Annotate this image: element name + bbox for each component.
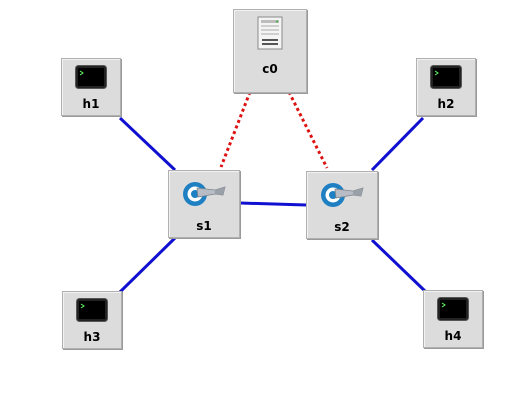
link-h1-s1[interactable] bbox=[118, 116, 177, 172]
terminal-icon bbox=[76, 298, 108, 326]
terminal-icon bbox=[75, 65, 107, 93]
node-label: h3 bbox=[83, 330, 101, 344]
node-h3[interactable]: h3 bbox=[62, 291, 122, 349]
node-label: s2 bbox=[334, 220, 350, 234]
server-icon bbox=[257, 16, 283, 54]
node-h4[interactable]: h4 bbox=[423, 290, 483, 348]
node-h2[interactable]: h2 bbox=[416, 58, 476, 116]
node-label: h1 bbox=[82, 97, 100, 111]
node-label: c0 bbox=[262, 62, 278, 76]
terminal-icon bbox=[430, 65, 462, 93]
link-c0-s2[interactable] bbox=[287, 91, 329, 169]
link-s1-s2[interactable] bbox=[239, 201, 307, 207]
node-s2[interactable]: s2 bbox=[306, 171, 378, 239]
link-c0-s1[interactable] bbox=[219, 91, 252, 168]
link-h3-s1[interactable] bbox=[118, 236, 177, 294]
link-s2-h4[interactable] bbox=[370, 238, 428, 294]
node-label: h2 bbox=[437, 97, 455, 111]
node-s1[interactable]: s1 bbox=[168, 170, 240, 238]
terminal-icon bbox=[437, 297, 469, 325]
link-s2-h2[interactable] bbox=[370, 116, 425, 172]
node-label: h4 bbox=[444, 329, 462, 343]
switch-icon bbox=[181, 179, 227, 213]
switch-icon bbox=[319, 180, 365, 214]
node-c0[interactable]: c0 bbox=[233, 9, 307, 93]
node-h1[interactable]: h1 bbox=[61, 58, 121, 116]
node-label: s1 bbox=[196, 219, 212, 233]
